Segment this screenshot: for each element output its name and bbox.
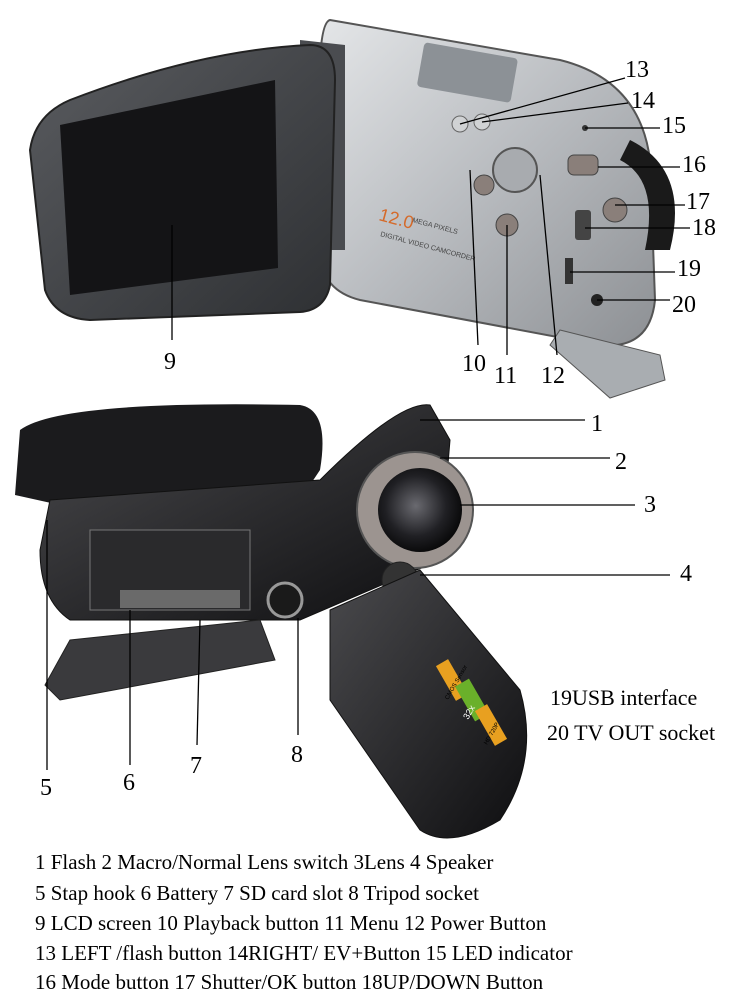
legend-line-2: 5 Stap hook 6 Battery 7 SD card slot 8 T… [35,881,479,905]
callout-9: 9 [164,349,176,375]
button-10-playback [473,174,495,196]
callout-5: 5 [40,775,52,801]
callout-8: 8 [291,742,303,768]
legend-line-5: 16 Mode button 17 Shutter/OK button 18UP… [35,970,544,994]
leader-12 [539,174,558,356]
leader-13 [459,77,626,125]
nav-pad [492,147,538,193]
callout-3: 3 [644,492,656,518]
callout-18: 18 [692,215,716,241]
tripod-plate [549,329,666,399]
callout-20: 20 [672,292,696,318]
callout-2: 2 [615,449,627,475]
callout-14: 14 [631,88,655,114]
flip-screen-back [329,569,528,839]
top-camera: 12.0 MEGA PIXELS DIGITAL VIDEO CAMCORDER [28,18,675,399]
sd-card-slot [120,590,240,608]
callout-7: 7 [190,753,202,779]
button-18-updown [575,210,591,240]
callout-15: 15 [662,113,686,139]
callout-6: 6 [123,770,135,796]
tripod-socket [266,581,304,619]
button-17-shutter [602,197,628,223]
callout-17: 17 [686,189,710,215]
callout-11: 11 [494,363,518,389]
hd-badge-bg [474,704,508,746]
lens [378,468,462,552]
callout-16: 16 [682,152,706,178]
battery-door [44,619,276,701]
leader-lines [46,77,690,770]
leader-14 [481,102,629,123]
callout-10: 10 [462,351,486,377]
callout-12: 12 [541,363,565,389]
usb-port [565,258,573,284]
lcd-screen [60,80,278,295]
legend-line-4: 13 LEFT /flash button 14RIGHT/ EV+Button… [35,941,573,965]
callout-19: 19 [677,256,701,282]
leader-7 [196,619,201,746]
side-legend-usb: 19USB interface [550,685,698,710]
legend-line-1: 1 Flash 2 Macro/Normal Lens switch 3Lens… [35,850,494,874]
leader-10 [469,169,479,346]
callout-13: 13 [625,57,649,83]
callout-1: 1 [591,411,603,437]
hand-strap [15,404,323,505]
side-legend-tv-out: 20 TV OUT socket [547,720,716,745]
bottom-camera: CMOS Sensor 32x HD 720P [15,404,528,839]
legend-line-3: 9 LCD screen 10 Playback button 11 Menu … [35,911,547,935]
top-display-window [417,42,518,103]
button-16-mode [567,154,599,176]
callout-4: 4 [680,561,692,587]
